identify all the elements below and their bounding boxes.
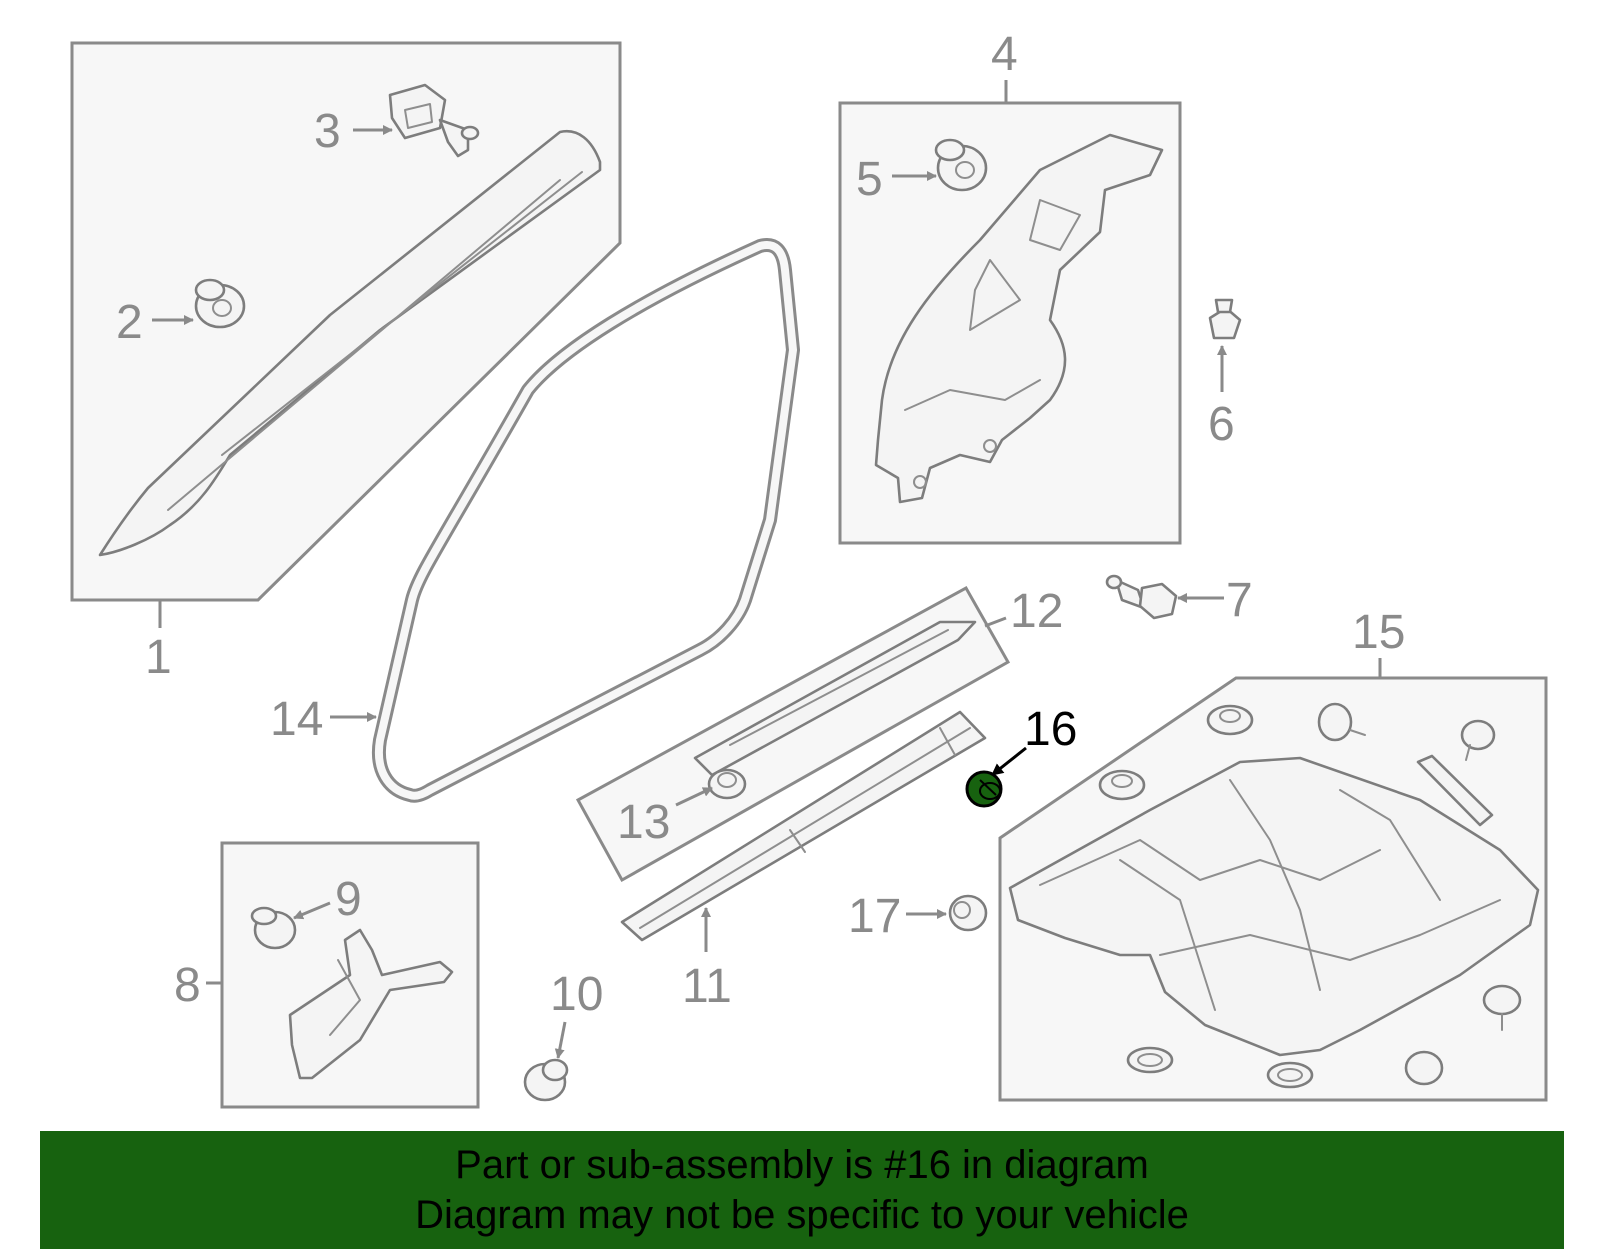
callout-7: 7 (1226, 574, 1253, 627)
sill-12-part[interactable] (693, 620, 977, 777)
callout-16: 16 (1024, 703, 1077, 756)
insulator-clip-icon[interactable] (1404, 1050, 1444, 1086)
pillar-trim-part[interactable] (98, 129, 602, 557)
sill-12-detail (729, 629, 949, 746)
sill-plate-11-part[interactable] (620, 710, 987, 942)
callout-11: 11 (682, 960, 732, 1013)
insulator-grommet-icon[interactable] (1126, 1046, 1174, 1074)
callout-8: 8 (174, 959, 201, 1012)
kick-panel-8-part[interactable] (288, 928, 454, 1080)
pillar-4-detail-2 (1029, 199, 1081, 251)
pillar-4-part[interactable] (874, 133, 1164, 504)
callout-4: 4 (991, 28, 1018, 81)
banner-line-2: Diagram may not be specific to your vehi… (415, 1193, 1189, 1237)
clip-13-icon[interactable] (707, 768, 747, 800)
clip-10-icon[interactable] (523, 1058, 569, 1102)
callout-3: 3 (314, 105, 341, 158)
group-4-pillar-trim: 4 5 (838, 28, 1182, 545)
callout-5: 5 (856, 153, 883, 206)
floor-insulator-15-detail-2 (1159, 899, 1501, 961)
callout-2: 2 (116, 296, 143, 349)
floor-insulator-15-detail-5 (1339, 789, 1441, 901)
clip-6-icon[interactable] (1208, 298, 1242, 340)
insulator-clip-icon[interactable] (1460, 719, 1496, 761)
leader-9 (293, 901, 331, 920)
callout-15: 15 (1352, 606, 1405, 659)
insulator-clip-icon[interactable] (1098, 769, 1146, 801)
callout-17: 17 (848, 890, 901, 943)
leader-16 (991, 746, 1027, 777)
floor-insulator-15-detail-4 (1119, 859, 1216, 1011)
floor-insulator-15-detail-3 (1229, 779, 1321, 991)
callout-1: 1 (145, 631, 172, 684)
clip-16-icon[interactable] (965, 770, 1003, 808)
pillar-4-hole-2 (983, 439, 997, 453)
insulator-grommet-icon[interactable] (1266, 1061, 1314, 1089)
kick-panel-8-detail (329, 959, 361, 1036)
pillar-trim-edge-2 (221, 171, 583, 456)
callout-9: 9 (335, 873, 362, 926)
group-8-kick-panel: 9 8 (174, 841, 480, 1109)
group-15-floor-insulator: 15 (998, 606, 1548, 1102)
group-1-pillar-trim: 3 2 1 (70, 41, 622, 684)
insulator-clip-icon[interactable] (1317, 702, 1366, 742)
callout-13: 13 (617, 796, 670, 849)
insulator-clip-icon[interactable] (1206, 704, 1254, 736)
floor-insulator-15-detail (1039, 839, 1381, 886)
clip-5-icon[interactable] (934, 138, 988, 192)
insulator-clip-icon[interactable] (1482, 984, 1522, 1031)
group-12-sill: 13 12 (575, 585, 1063, 883)
clip-2-icon[interactable] (194, 278, 246, 329)
banner-line-1: Part or sub-assembly is #16 in diagram (455, 1143, 1149, 1187)
clip-17-icon[interactable] (948, 894, 988, 932)
leader-12 (984, 616, 1007, 628)
clip-3-icon[interactable] (388, 83, 480, 158)
callout-10: 10 (550, 968, 603, 1021)
insulator-bracket-icon[interactable] (1416, 754, 1494, 827)
bolt-7-icon[interactable] (1105, 574, 1178, 620)
weatherstrip-14-part[interactable] (371, 238, 800, 803)
pillar-4-hole (913, 475, 927, 489)
leader-10 (554, 1021, 567, 1059)
pillar-4-detail-3 (904, 379, 1041, 411)
callout-12: 12 (1010, 585, 1063, 638)
callout-14: 14 (270, 693, 323, 746)
leader-13 (675, 786, 713, 807)
callout-6: 6 (1208, 398, 1235, 451)
info-banner: Part or sub-assembly is #16 in diagram D… (40, 1131, 1564, 1249)
floor-insulator-15-part[interactable] (1008, 756, 1540, 1057)
pillar-trim-edge (167, 179, 561, 511)
clip-9-icon[interactable] (250, 906, 297, 950)
pillar-4-detail (969, 259, 1021, 331)
